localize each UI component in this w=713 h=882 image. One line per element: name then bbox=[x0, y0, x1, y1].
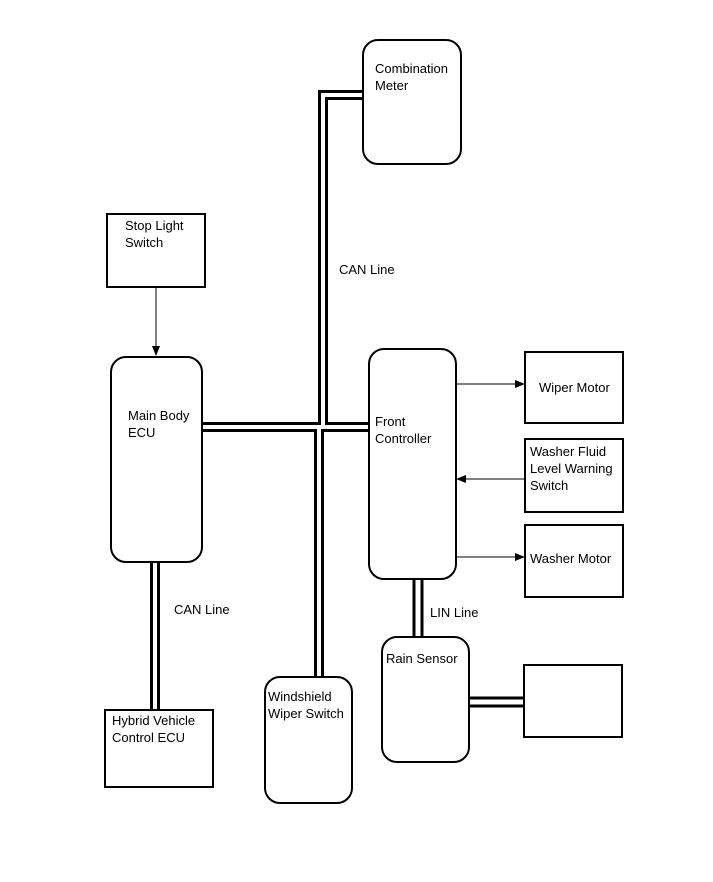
rain-sensor-box bbox=[381, 636, 470, 763]
can-line-bottom-label: CAN Line bbox=[174, 602, 230, 617]
hybrid-vehicle-ecu-label: Hybrid Vehicle Control ECU bbox=[112, 713, 196, 745]
unlabeled-box bbox=[523, 664, 623, 738]
windshield-wiper-switch-label: Windshield Wiper Switch bbox=[268, 689, 344, 721]
can-line-top-label: CAN Line bbox=[339, 262, 395, 277]
washer-motor-box bbox=[524, 524, 624, 598]
front-controller-box bbox=[368, 348, 457, 580]
rain-sensor-label: Rain Sensor bbox=[386, 651, 458, 666]
wiper-motor-label: Wiper Motor bbox=[539, 380, 610, 395]
can-bus-wire bbox=[150, 90, 368, 709]
front-controller-label: Front Controller bbox=[375, 414, 432, 446]
stop-light-switch-box bbox=[106, 213, 206, 288]
combination-meter-box bbox=[362, 39, 462, 165]
stop-light-switch-label: Stop Light Switch bbox=[125, 218, 184, 250]
wiper-motor-box bbox=[524, 351, 624, 424]
hybrid-vehicle-ecu-box bbox=[104, 709, 214, 788]
combination-meter-label: Combination Meter bbox=[375, 61, 448, 93]
washer-motor-label: Washer Motor bbox=[530, 551, 612, 566]
washer-fluid-switch-box bbox=[524, 438, 624, 513]
washer-fluid-switch-label: Washer Fluid Level Warning Switch bbox=[530, 444, 613, 493]
lin-line-label: LIN Line bbox=[430, 605, 479, 620]
windshield-wiper-switch-box bbox=[264, 676, 353, 804]
main-body-ecu-label: Main Body ECU bbox=[128, 408, 190, 440]
main-body-ecu-box bbox=[110, 356, 203, 563]
